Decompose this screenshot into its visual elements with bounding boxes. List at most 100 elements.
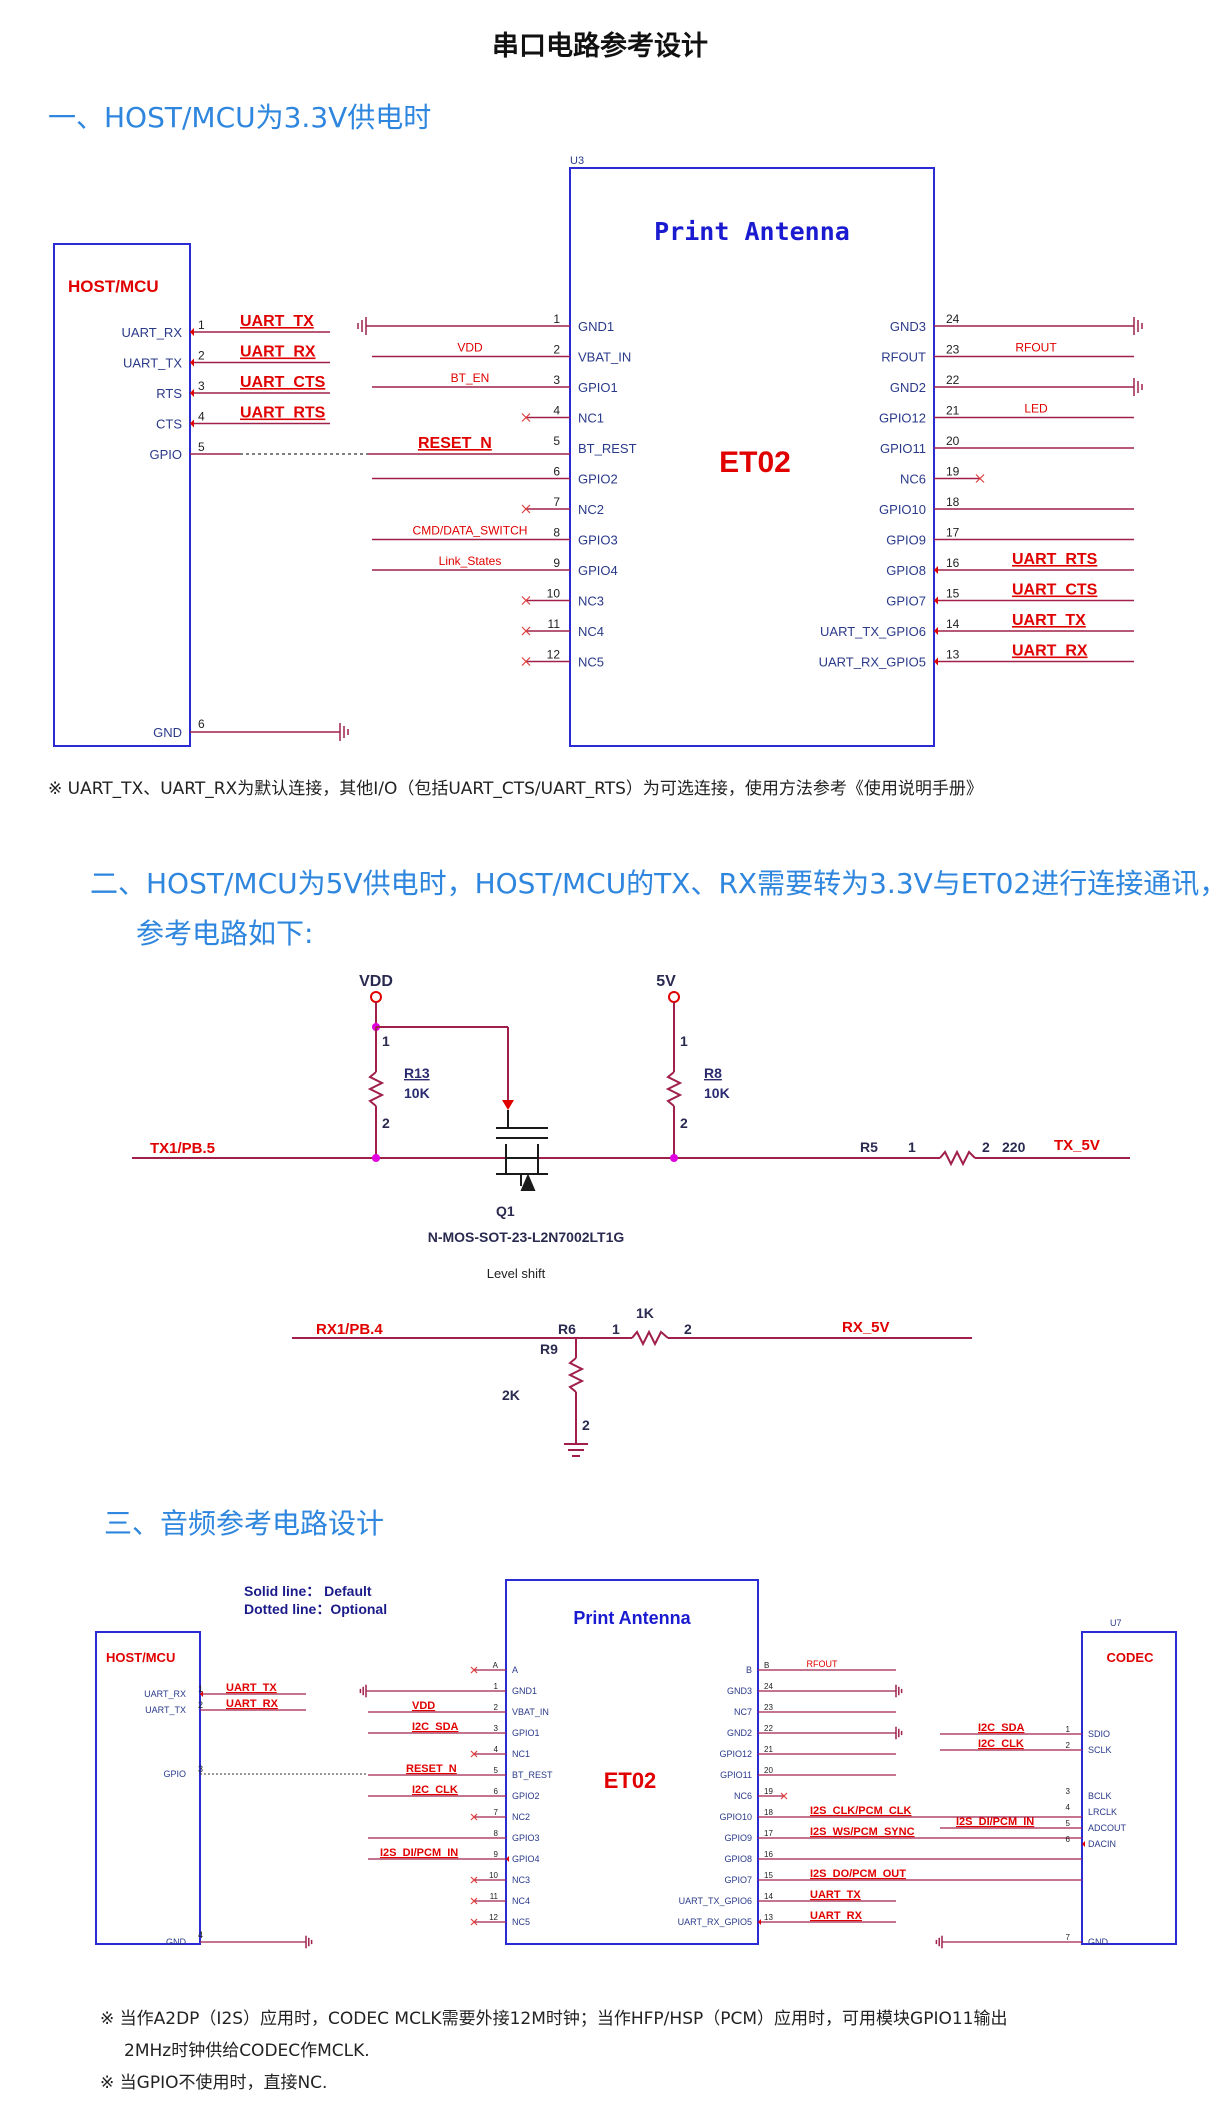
- host2-pin-num: 3: [198, 1764, 203, 1774]
- et02-left-pin-num: 5: [553, 434, 560, 448]
- host2-pin-num: 4: [198, 1930, 203, 1940]
- gnd1b-ground-symbol: [359, 1684, 367, 1698]
- nc-marker: [470, 1918, 478, 1926]
- et02b-left-pin-name: NC5: [512, 1917, 530, 1927]
- et02-ground-symbol: [1133, 378, 1143, 396]
- codec-pin-num: 4: [1066, 1803, 1071, 1812]
- arrow-marker: [190, 389, 194, 397]
- et02b-ground-symbol: [895, 1726, 903, 1740]
- et02b-left-pin-name: NC4: [512, 1896, 530, 1906]
- et02-left-pin-name: GPIO3: [578, 533, 618, 548]
- et02-right-pin-name: GND3: [890, 319, 926, 334]
- et02b-left-pin-num: 9: [494, 1850, 499, 1859]
- et02-left-pin-name: GPIO1: [578, 380, 618, 395]
- et02-right-pin-name: GPIO12: [879, 411, 926, 426]
- et02b-right-pin-name: GPIO9: [724, 1833, 752, 1843]
- et02-right-pin-num: 17: [946, 526, 960, 540]
- et02b-right-pin-name: GPIO10: [719, 1812, 752, 1822]
- et02b-right-net: UART_RX: [810, 1910, 863, 1922]
- et02b-left-pin-name: GPIO4: [512, 1854, 540, 1864]
- et02b-right-pin-num: 24: [764, 1682, 773, 1691]
- r8-value: 10K: [704, 1085, 730, 1101]
- arrow-marker: [190, 328, 194, 336]
- et02b-right-pin-num: 13: [764, 1913, 773, 1922]
- et02b-right-net: I2S_DO/PCM_OUT: [810, 1868, 906, 1880]
- legend-solid: Solid line： Default: [244, 1583, 372, 1599]
- et02-right-pin-num: 21: [946, 404, 960, 418]
- et02-left-pin-num: 3: [553, 373, 560, 387]
- vdd-terminal: [370, 991, 382, 1003]
- host-pin-num: 4: [198, 410, 205, 424]
- svg-text:2: 2: [684, 1321, 692, 1337]
- et02b-left-net: RESET_N: [406, 1763, 457, 1775]
- host-pin-name: UART_RX: [122, 325, 183, 340]
- codec-pin-name: SCLK: [1088, 1745, 1112, 1755]
- et02-right-pin-name: NC6: [900, 472, 926, 487]
- et02-right-pin-name: GPIO7: [886, 594, 926, 609]
- legend-dotted: Dotted line：Optional: [244, 1601, 387, 1617]
- arrow-marker: [1082, 1841, 1085, 1847]
- et02-left-pin-name: NC1: [578, 411, 604, 426]
- et02-right-pin-num: 18: [946, 495, 960, 509]
- et02-right-pin-name: GPIO11: [880, 441, 926, 456]
- et02b-right-pin-num: 20: [764, 1766, 773, 1775]
- et02-left-net: CMD/DATA_SWITCH: [413, 524, 528, 538]
- nc-marker: [470, 1750, 478, 1758]
- arrow-marker: [190, 358, 194, 367]
- et02b-right-pin-name: GPIO12: [719, 1749, 752, 1759]
- codec-title: CODEC: [1107, 1650, 1155, 1665]
- host2-net: UART_RX: [226, 1698, 279, 1710]
- r8-name: R8: [704, 1065, 722, 1081]
- host-pin-name: GND: [153, 725, 182, 740]
- nc-marker: [470, 1876, 478, 1884]
- et02b-right-pin-name: GND2: [727, 1728, 752, 1738]
- et02b-left-pin-num: A: [493, 1661, 499, 1670]
- et02-right-pin-num: 13: [946, 648, 960, 662]
- arrow-marker: [934, 657, 938, 666]
- svg-text:1: 1: [382, 1033, 390, 1049]
- chip-name-et02-2: ET02: [604, 1768, 657, 1793]
- et02-right-net: UART_TX: [1012, 612, 1086, 629]
- host-pin-num: 2: [198, 349, 205, 363]
- codec-pin-num: 5: [1066, 1819, 1071, 1828]
- et02b-ground-symbol: [895, 1684, 903, 1698]
- r9-value: 2K: [502, 1387, 520, 1403]
- host-pin-num: 1: [198, 318, 205, 332]
- et02-left-net: Link_States: [439, 554, 502, 568]
- host2-pin-name: UART_RX: [144, 1689, 186, 1699]
- nc-marker: [521, 504, 531, 514]
- et02b-left-pin-num: 10: [489, 1871, 498, 1880]
- et02b-right-pin-name: GND3: [727, 1686, 752, 1696]
- et02-chip-box-2: [505, 1579, 759, 1945]
- nc-marker: [780, 1792, 788, 1800]
- et02b-left-net: I2C_SDA: [412, 1721, 459, 1733]
- svg-text:1: 1: [680, 1033, 688, 1049]
- codec-pin-num: 2: [1066, 1741, 1071, 1750]
- et02b-right-net: RFOUT: [807, 1659, 838, 1669]
- et02-left-pin-num: 6: [553, 465, 560, 479]
- et02b-right-pin-name: GPIO8: [724, 1854, 752, 1864]
- et02-left-net: BT_EN: [451, 371, 490, 385]
- codec-pin-num: 6: [1066, 1835, 1071, 1844]
- host-pin-name: GPIO: [149, 447, 182, 462]
- codec-pin-name: BCLK: [1088, 1791, 1112, 1801]
- et02-right-pin-name: GPIO9: [886, 533, 926, 548]
- et02b-right-net: I2S_CLK/PCM_CLK: [810, 1805, 912, 1817]
- r13-name: R13: [404, 1065, 430, 1081]
- section2-heading-line2: 参考电路如下:: [136, 917, 314, 950]
- nc-marker: [521, 626, 531, 636]
- et02-ground-symbol: [1133, 317, 1143, 335]
- vdd-label: VDD: [359, 973, 393, 990]
- host-net-label: UART_CTS: [240, 374, 326, 391]
- et02-chip-box: [569, 167, 935, 747]
- q1-mosfet: [496, 1110, 548, 1191]
- et02-right-pin-name: RFOUT: [881, 350, 926, 365]
- et02b-right-pin-name: NC6: [734, 1791, 752, 1801]
- r9-name: R9: [540, 1341, 558, 1357]
- et02b-left-pin-num: 5: [494, 1766, 499, 1775]
- codec-pin-name: SDIO: [1088, 1729, 1110, 1739]
- host-net-label: UART_RTS: [240, 405, 326, 422]
- et02-right-net: UART_RX: [1012, 643, 1088, 660]
- et02b-left-pin-num: 3: [494, 1724, 499, 1733]
